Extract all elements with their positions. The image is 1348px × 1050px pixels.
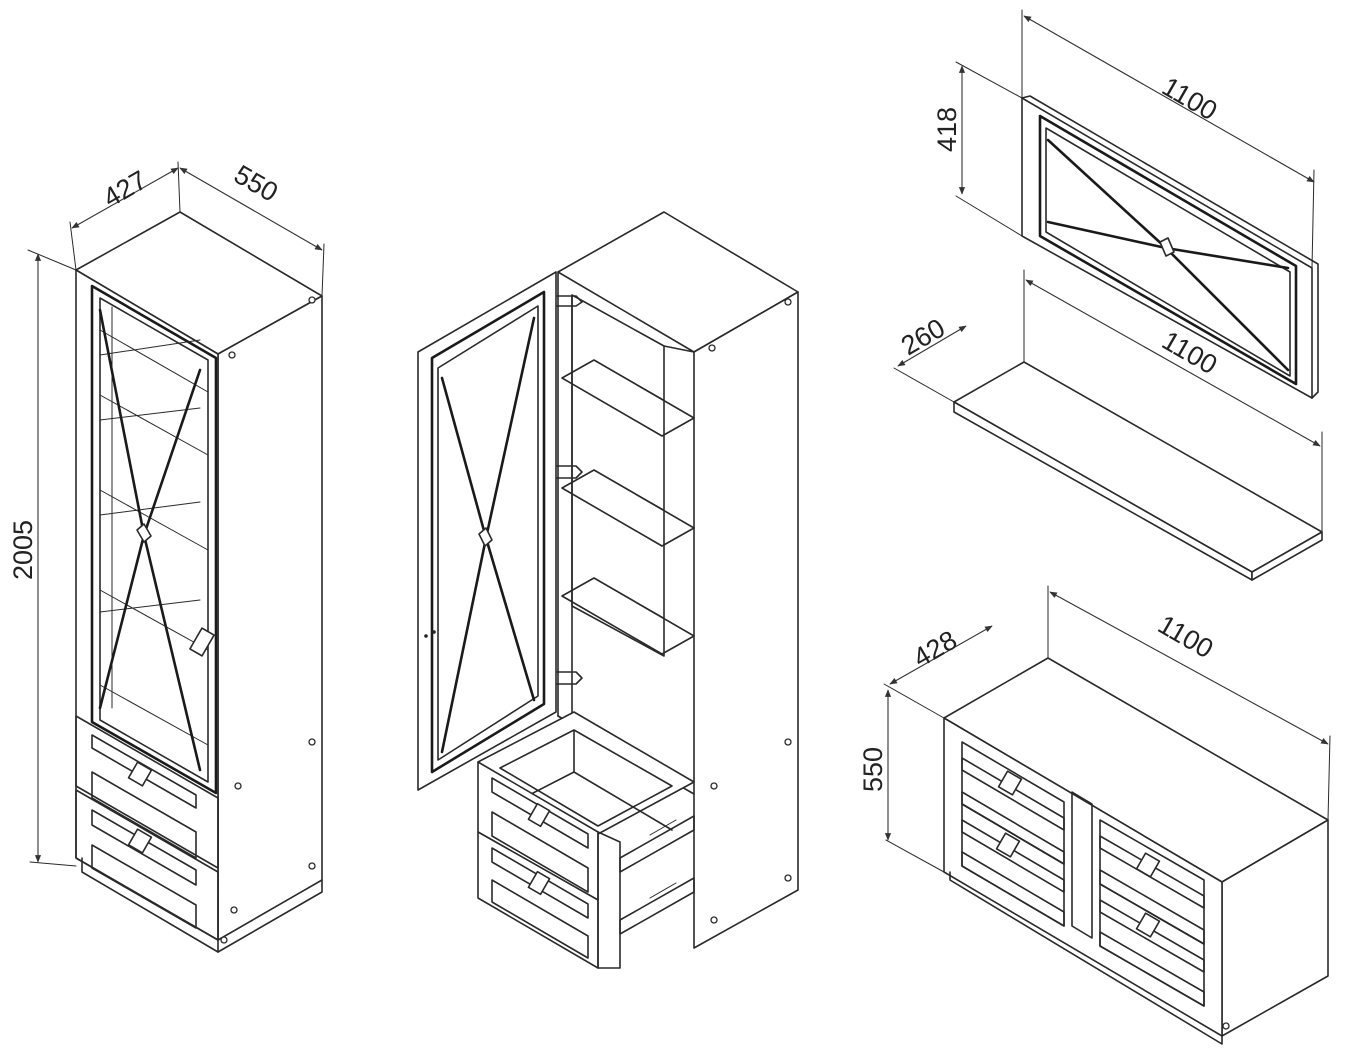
drawer-lower bbox=[75, 789, 219, 941]
drawer-handle-icon bbox=[527, 870, 551, 896]
tall-cabinet-closed bbox=[75, 211, 323, 953]
dim-cabinet-height: 2005 bbox=[8, 520, 38, 580]
drawer-handle-icon bbox=[527, 802, 551, 828]
drawer-handle-icon bbox=[995, 832, 1021, 858]
door-handle-icon bbox=[189, 627, 215, 657]
tall-cabinet-open bbox=[417, 211, 799, 969]
dim-chest-width: 1100 bbox=[1153, 609, 1218, 664]
glass-door bbox=[90, 284, 218, 795]
panel-ornament bbox=[1159, 237, 1175, 257]
drawer-handle-icon bbox=[127, 761, 153, 787]
dim-cabinet-width: 427 bbox=[98, 165, 152, 214]
drawer-handle-icon bbox=[997, 770, 1023, 796]
cabinet-side bbox=[217, 295, 323, 941]
dim-panel-width: 1100 bbox=[1157, 71, 1222, 126]
dim-chest-depth: 428 bbox=[908, 625, 962, 674]
open-cabinet-side bbox=[693, 291, 799, 949]
open-door-ornament bbox=[478, 527, 493, 547]
door-ornament bbox=[136, 523, 152, 543]
chest-of-drawers bbox=[943, 657, 1329, 1045]
drawer-handle-icon bbox=[127, 828, 153, 854]
dim-chest-height: 550 bbox=[858, 747, 888, 792]
dim-shelf-depth: 260 bbox=[896, 313, 950, 362]
shelf-top bbox=[953, 361, 1323, 573]
dim-panel-height: 418 bbox=[932, 107, 962, 152]
drawer-upper bbox=[75, 715, 219, 869]
drawer-handle-icon bbox=[1135, 852, 1161, 878]
drawer-handle-icon bbox=[1135, 912, 1161, 938]
wall-shelf bbox=[953, 361, 1323, 581]
